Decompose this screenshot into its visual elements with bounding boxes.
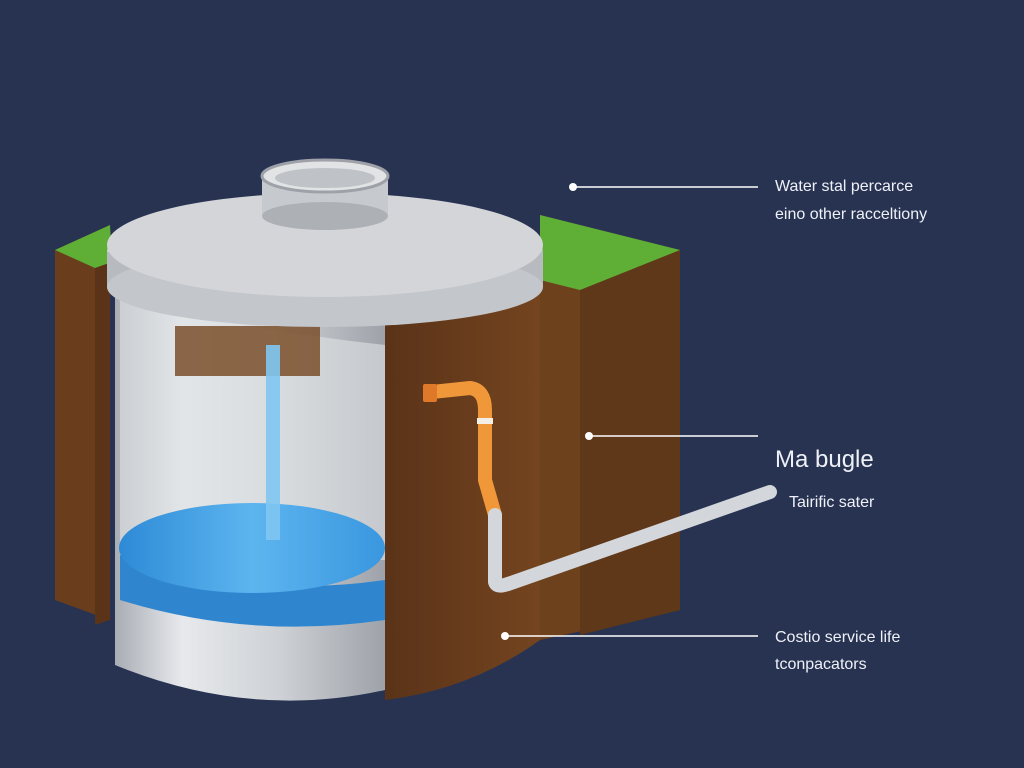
access-port <box>260 158 390 230</box>
soil-front-cutaway <box>385 280 540 700</box>
callout-3-line-2: tconpacators <box>775 656 867 673</box>
orange-inlet-pipe <box>423 381 502 522</box>
callout-3-line-1: Costio service life <box>775 629 901 646</box>
callout-1-line-1: Water stal percarce <box>775 178 914 195</box>
water-volume <box>119 503 385 627</box>
inlet-stream <box>266 345 280 540</box>
gray-outlet-pipe <box>488 485 777 593</box>
callout-2-line-2: Tairific sater <box>789 494 875 511</box>
callout-leader-2 <box>585 432 758 440</box>
tank-lid <box>107 193 543 327</box>
tank-body <box>115 290 385 701</box>
inner-beam <box>175 326 320 376</box>
callout-2-line-1: Ma bugle <box>775 446 874 473</box>
callout-leader-1 <box>569 183 758 191</box>
callout-leader-3 <box>501 632 758 640</box>
soil-block-right <box>540 215 680 640</box>
callout-1-line-2: eino other racceltiony <box>775 206 928 223</box>
soil-block-left <box>55 225 112 625</box>
